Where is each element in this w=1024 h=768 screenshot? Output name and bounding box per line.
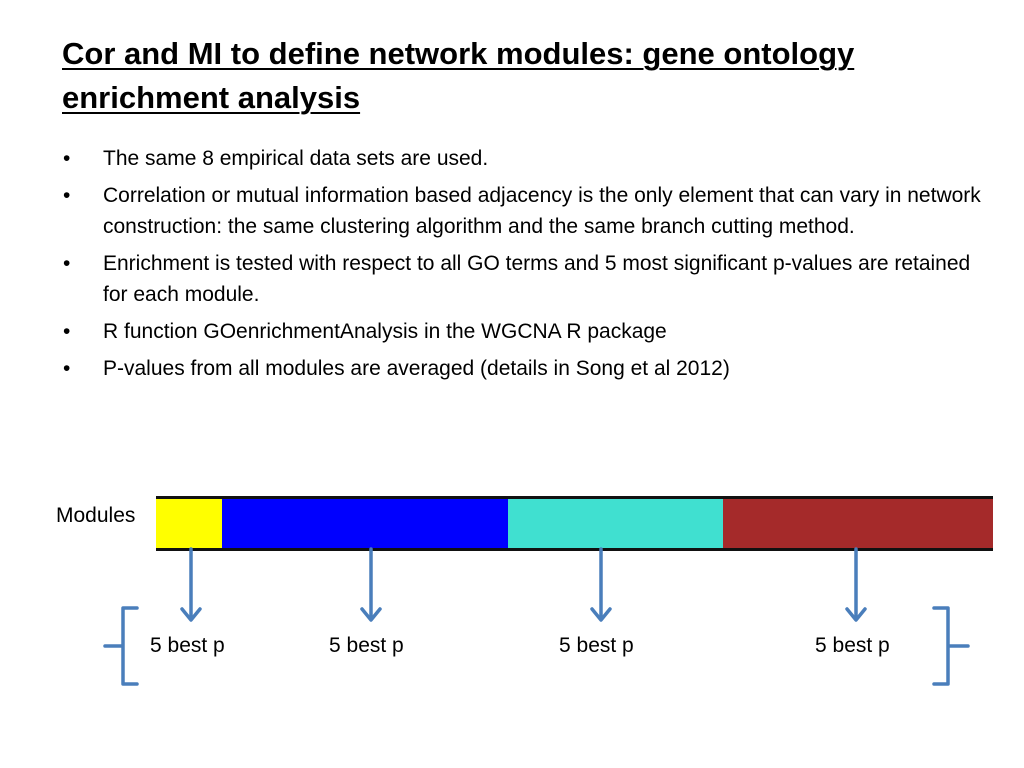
bullet-text: P-values from all modules are averaged (… — [103, 357, 730, 380]
modules-label: Modules — [56, 504, 136, 527]
slide-title: Cor and MI to define network modules: ge… — [62, 36, 855, 115]
bullet-marker: • — [63, 252, 71, 275]
best-p-label: 5 best p — [815, 634, 890, 657]
down-arrow-icon — [180, 547, 202, 622]
best-p-label: 5 best p — [150, 634, 225, 657]
bullet-list: • The same 8 empirical data sets are used… — [62, 143, 992, 390]
bullet-marker: • — [63, 357, 71, 380]
module-segment-yellow — [156, 499, 222, 548]
module-segment-blue — [222, 499, 508, 548]
bullet-marker: • — [63, 320, 71, 343]
bullet-item: • P-values from all modules are averaged … — [62, 353, 992, 384]
down-arrow-icon — [845, 547, 867, 622]
module-color-bar — [156, 496, 993, 551]
bullet-item: • The same 8 empirical data sets are used… — [62, 143, 992, 174]
bullet-text: Enrichment is tested with respect to all… — [103, 252, 971, 306]
bullet-text: The same 8 empirical data sets are used. — [103, 147, 489, 170]
down-arrow-icon — [590, 547, 612, 622]
best-p-label: 5 best p — [329, 634, 404, 657]
bullet-marker: • — [63, 184, 71, 207]
bullet-marker: • — [63, 147, 71, 170]
module-segment-brown — [723, 499, 993, 548]
down-arrow-icon — [360, 547, 382, 622]
bullet-item: • Enrichment is tested with respect to al… — [62, 248, 992, 310]
module-segment-turquoise — [508, 499, 723, 548]
bullet-text: Correlation or mutual information based … — [103, 184, 981, 238]
bullet-text: R function GOenrichmentAnalysis in the W… — [103, 320, 667, 343]
right-curly-brace-icon — [932, 606, 970, 686]
bullet-item: • Correlation or mutual information based… — [62, 180, 992, 242]
best-p-label: 5 best p — [559, 634, 634, 657]
left-curly-brace-icon — [103, 606, 139, 686]
bullet-item: • R function GOenrichmentAnalysis in the … — [62, 316, 992, 347]
